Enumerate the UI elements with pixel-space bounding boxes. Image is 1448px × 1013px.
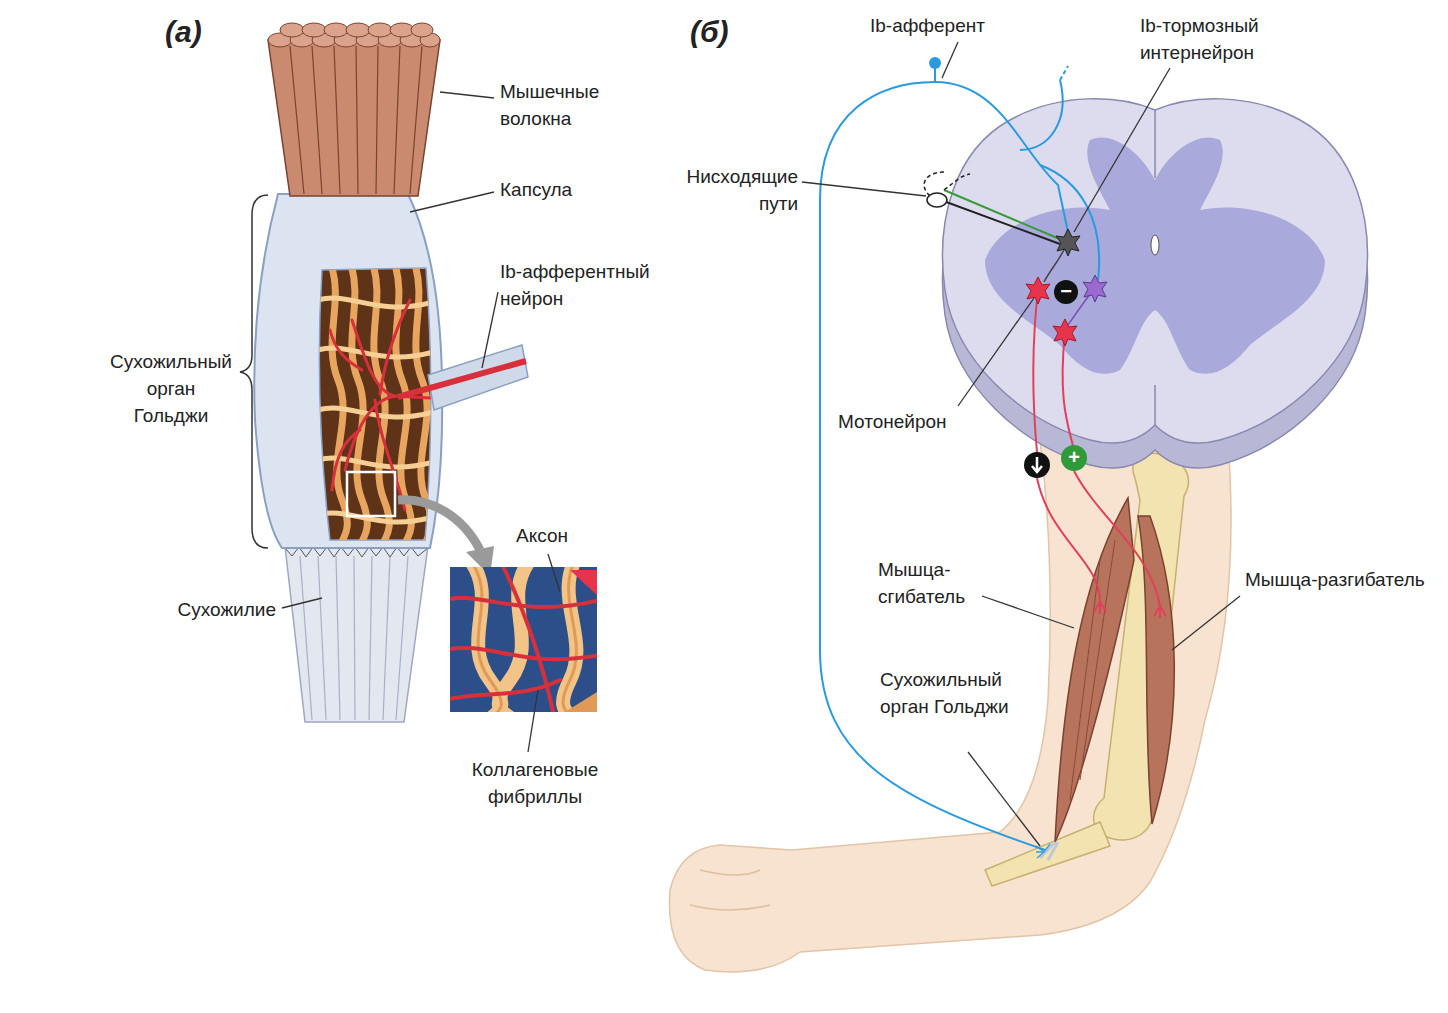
central-canal — [1151, 235, 1159, 255]
muscle-fibers — [268, 40, 440, 196]
part-label: Аксон — [516, 522, 606, 549]
plus-circle — [1061, 445, 1087, 471]
bracket — [240, 195, 268, 548]
sign-symbol: − — [1054, 279, 1078, 303]
extensor-axon-lower — [1074, 471, 1160, 606]
golgi-organ — [1036, 844, 1050, 858]
extensor-terminal — [1154, 606, 1166, 618]
ib-afferent-dashed — [1060, 66, 1068, 80]
tendon-fibers — [300, 556, 408, 720]
spinal-cord — [943, 99, 1368, 443]
flexor-fibers — [1070, 540, 1115, 800]
part-label: Капсула — [500, 176, 620, 203]
part-label: Мотонейрон — [838, 408, 978, 435]
leader-lines-b — [802, 42, 1240, 846]
descending-path-green — [944, 190, 1062, 240]
minus-circle — [1054, 280, 1078, 304]
extensor-axon — [1063, 332, 1073, 446]
ib-afferent — [820, 82, 1068, 850]
motoneuron — [1026, 277, 1050, 304]
capsule — [254, 194, 442, 548]
fiber-lines — [290, 46, 422, 194]
forearm-bone — [985, 822, 1110, 886]
panel-letter: (а) — [165, 14, 225, 50]
excitatory-interneuron — [1083, 275, 1107, 302]
collagen — [318, 262, 440, 560]
zoom-arrow — [398, 500, 480, 550]
zoom-frame — [347, 472, 395, 516]
fist-lines — [690, 870, 770, 910]
ganglion-cell — [929, 57, 941, 69]
descending-path-dashed — [924, 172, 970, 196]
nerve-fiber — [398, 361, 526, 397]
part-label: Сухожильный орган Гольджи — [880, 666, 1010, 720]
flexor-muscle — [1055, 498, 1134, 842]
down-circle — [1024, 452, 1050, 478]
sign-symbol: + — [1062, 445, 1086, 469]
ganglion-stem — [934, 68, 936, 82]
ib-afferent-branch — [1020, 80, 1063, 150]
part-label: Ib-тормозный интернейрон — [1140, 12, 1300, 66]
fiber-ends — [268, 23, 440, 47]
flexor-axon — [1033, 290, 1038, 452]
motoneuron — [1053, 319, 1077, 346]
pathway-cut — [927, 193, 947, 207]
part-label: Сухожилие — [150, 596, 276, 623]
down-arrow-symbol — [1032, 457, 1042, 472]
part-label: Сухожильный орган Гольджи — [108, 348, 234, 429]
part-label: Мышца-сгибатель — [878, 556, 990, 610]
arm — [669, 440, 1231, 972]
tendon — [285, 546, 428, 722]
inhibitory-interneuron — [1056, 229, 1080, 256]
part-label: Мышечные волокна — [500, 78, 625, 132]
part-label: Коллагеновые фибриллы — [455, 756, 615, 810]
part-label: Ib-афферент — [870, 12, 1020, 39]
part-label: Нисходящие пути — [670, 163, 798, 217]
flexor-terminal — [1094, 602, 1106, 614]
inset-content — [450, 567, 597, 712]
part-label: Мышца-разгибатель — [1245, 566, 1435, 593]
part-label: Ib-афферентный нейрон — [500, 258, 670, 312]
descending-path — [930, 196, 1060, 244]
panel-letter: (б) — [690, 14, 750, 50]
median-lines — [1154, 110, 1156, 425]
ib-afferent-branch2 — [1040, 165, 1099, 280]
